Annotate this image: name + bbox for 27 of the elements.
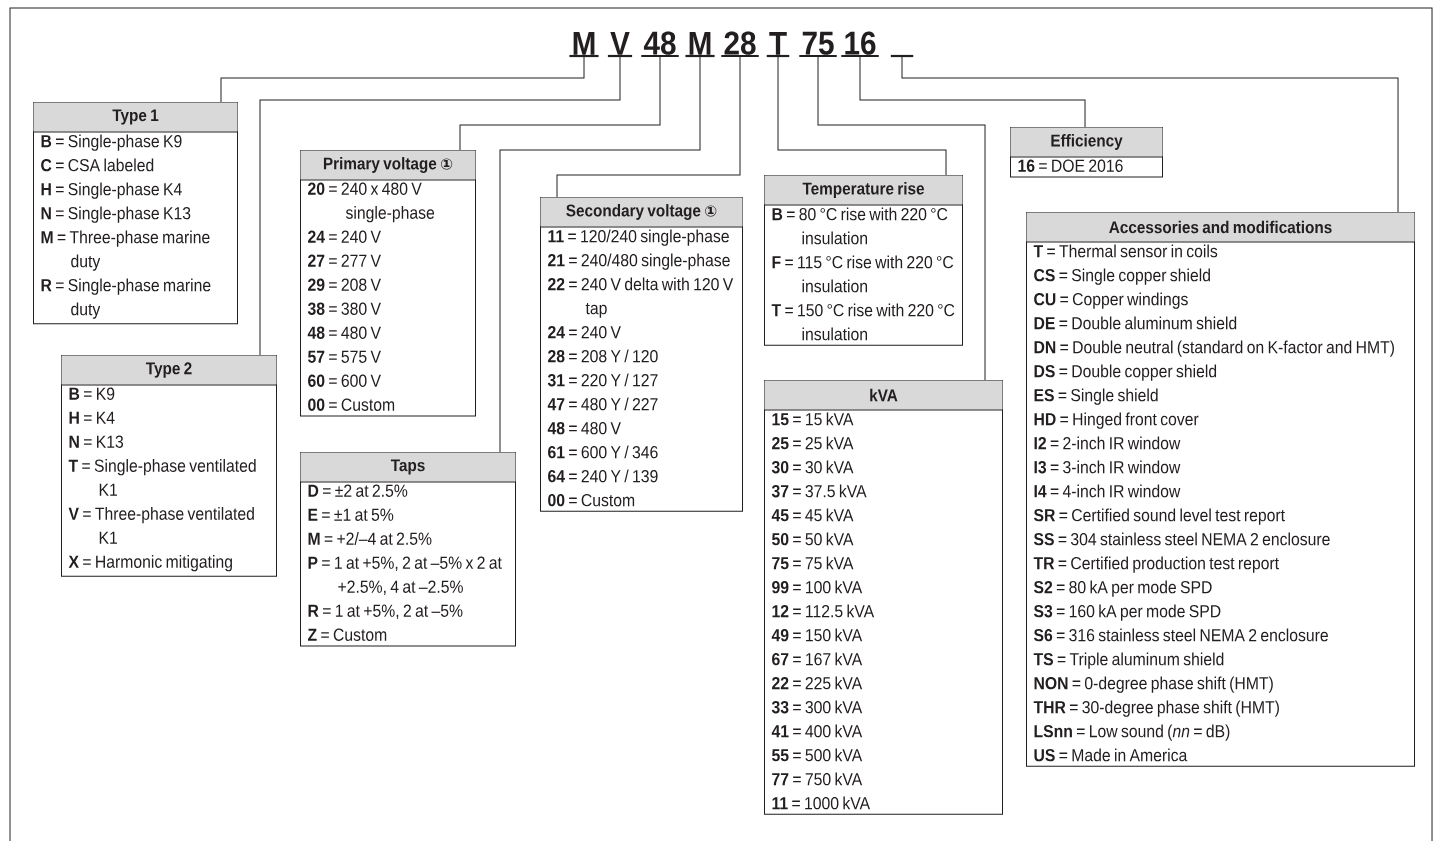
code-letter: M xyxy=(685,32,715,58)
code-letter: 16 xyxy=(841,31,879,58)
code-table-box: Accessories and modifications T = Thermal sensor in coils CS = Single copper shield CU = Copper windings DE = Double aluminum shield DN = Double neutral (standard on K-factor and HMT) DS = Double copper shield ES = Single shield HD = Hinged front cover I2 = 2-inch IR window I3 = 3-inch IR window I4 = 4-inch IR window SR = Certified sound level test report SS = 304 stainless steel NEMA 2 enclosure TR = Certified production test report S2 = 80 kA per mode SPD S3 = 160 kA per mode SPD S6 = 316 stainless steel NEMA 2 enclosure TS = Triple aluminum shield NON = 0-degree phase shift (HMT) THR = 30-degree phase shift (HMT) LSnn = Low sound (nn = dB) US = Made in America xyxy=(1026,212,1415,767)
code-table-box: Secondary voltage ① 11 = 120/240 single-phase 21 = 240/480 single-phase 22 = 240 V delta with 120 V tap 24 = 240 V 28 = 208 Y / 120 31 = 220 Y / 127 47 = 480 Y / 227 48 = 480 V 61 = 600 Y / 346 64 = 240 Y / 139 00 = Custom xyxy=(540,197,743,512)
code-letter: M xyxy=(569,32,599,58)
code-letter: 28 xyxy=(721,31,759,58)
leader-line xyxy=(499,55,701,453)
code-table-box: Type 1 B = Single-phase K9 C = CSA labeled H = Single-phase K4 N = Single-phase K13 M = Three-phase marine duty R = Single-phase marine duty xyxy=(33,102,238,325)
code-table-box: Type 2 B = K9 H = K4 N = K13 T = Single-phase ventilated K1 V = Three-phase ventilated K1 X = Harmonic mitigating xyxy=(61,355,277,577)
code-letter: 75 xyxy=(799,31,837,58)
leader-line xyxy=(259,55,621,356)
code-table-box: Efficiency 16 = DOE 2016 xyxy=(1010,127,1163,178)
leader-line xyxy=(556,55,741,198)
blank-underline xyxy=(890,54,914,58)
leader-line xyxy=(817,55,986,381)
code-table-box: Taps D = ±2 at 2.5% E = ±1 at 5% M = +2/–4 at 2.5% P = 1 at +5%, 2 at –5% x 2 at +2.5%, 4 at –2.5% R = 1 at +5%, 2 at –5% Z = Custom xyxy=(300,452,516,647)
code-table-box: Primary voltage ① 20 = 240 x 480 V single-phase 24 = 240 V 27 = 277 V 29 = 208 V 38 = 380 V 48 = 480 V 57 = 575 V 60 = 600 V 00 = Custom xyxy=(300,150,476,417)
leader-line xyxy=(901,55,1399,213)
code-table-box: Temperature rise B = 80 °C rise with 220 °C insulation F = 115 °C rise with 220 °C insulation T = 150 °C rise with 220 °C insulation xyxy=(764,175,963,346)
leader-line xyxy=(777,55,947,176)
code-table-box: kVA 15 = 15 kVA 25 = 25 kVA 30 = 30 kVA 37 = 37.5 kVA 45 = 45 kVA 50 = 50 kVA 75 = 75 kVA 99 = 100 kVA 12 = 112.5 kVA 49 = 150 kVA 67 = 167 kVA 22 = 225 kVA 33 = 300 kVA 41 = 400 kVA 55 = 500 kVA 77 = 750 kVA 11 = 1000 kVA xyxy=(764,380,1003,815)
code-letter: T xyxy=(766,32,790,58)
code-letter: 48 xyxy=(641,31,679,58)
leader-line xyxy=(459,55,661,151)
leader-line xyxy=(859,55,1086,128)
code-letter: V xyxy=(607,32,633,58)
leader-line xyxy=(220,55,585,103)
